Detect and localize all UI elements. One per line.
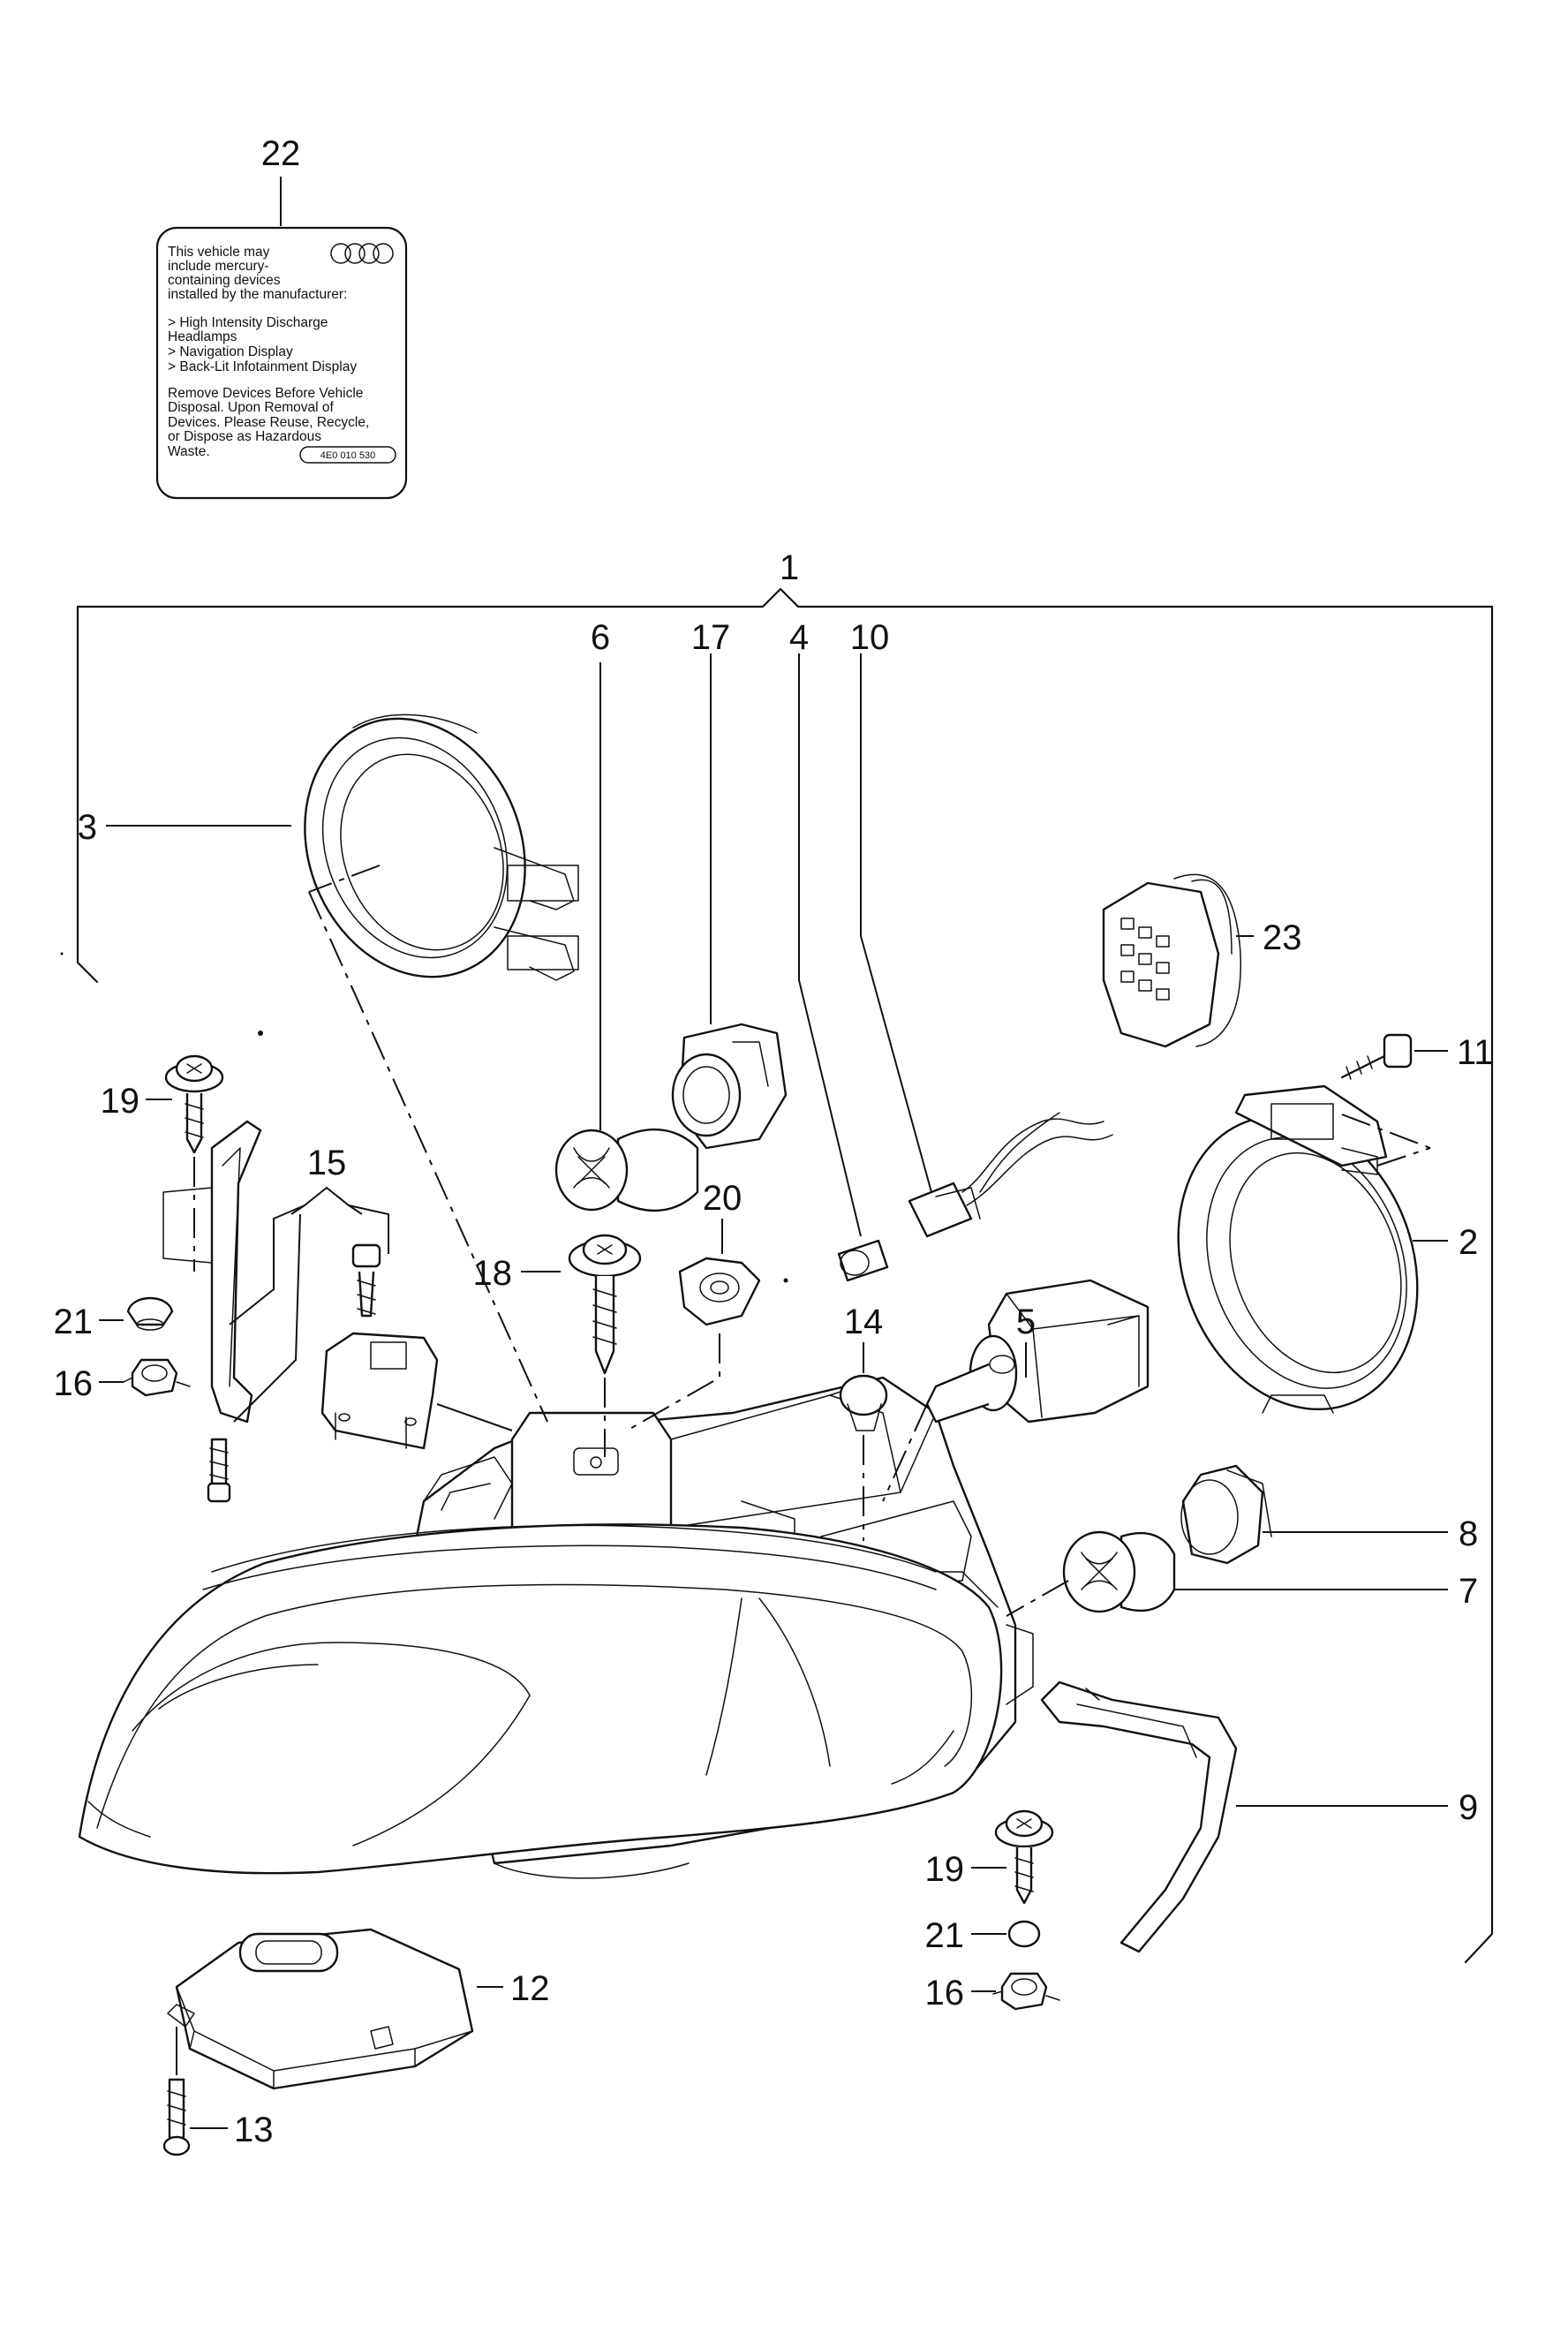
callout-16-left: 16 bbox=[54, 1364, 94, 1403]
headlamp-housing bbox=[78, 1376, 1034, 1879]
nut-16-right bbox=[992, 1972, 1060, 2011]
cap-21-right bbox=[1007, 1920, 1041, 1948]
label-line: Remove Devices Before Vehicle bbox=[168, 386, 363, 401]
bulb-7 bbox=[1062, 1530, 1176, 1613]
rings-logo-icon bbox=[330, 243, 394, 264]
label-line: > Back-Lit Infotainment Display bbox=[168, 359, 357, 374]
ring-retainer-right bbox=[1177, 1084, 1419, 1414]
connector-23 bbox=[1102, 873, 1241, 1048]
callout-4: 4 bbox=[789, 618, 809, 657]
cap-21-left bbox=[126, 1296, 174, 1331]
callout-14: 14 bbox=[844, 1303, 884, 1341]
label-line: This vehicle may bbox=[168, 245, 270, 260]
bracket-left bbox=[162, 1120, 262, 1424]
label-line: Waste. bbox=[168, 444, 210, 459]
callout-19-right: 19 bbox=[925, 1850, 965, 1889]
label-line: Devices. Please Reuse, Recycle, bbox=[168, 415, 369, 430]
label-line: include mercury- bbox=[168, 259, 269, 274]
callout-21-right: 21 bbox=[925, 1916, 965, 1955]
callout-2: 2 bbox=[1459, 1223, 1478, 1262]
callout-23: 23 bbox=[1263, 918, 1302, 957]
ink-dot bbox=[258, 1031, 263, 1036]
nut-16-left bbox=[123, 1358, 191, 1397]
callout-10: 10 bbox=[850, 618, 890, 657]
label-line: Disposal. Upon Removal of bbox=[168, 400, 335, 415]
label-line: installed by the manufacturer: bbox=[168, 287, 347, 302]
ink-dot bbox=[60, 952, 64, 955]
callout-7: 7 bbox=[1459, 1572, 1478, 1611]
callout-1: 1 bbox=[780, 548, 799, 587]
callout-20: 20 bbox=[703, 1179, 743, 1218]
label-line: > Navigation Display bbox=[168, 344, 293, 359]
socket-8 bbox=[1180, 1464, 1272, 1565]
callout-17: 17 bbox=[691, 618, 731, 657]
callout-18: 18 bbox=[473, 1254, 513, 1293]
callout-9: 9 bbox=[1459, 1788, 1478, 1827]
callout-12: 12 bbox=[510, 1969, 550, 2008]
ring-retainer-left bbox=[304, 714, 579, 981]
callout-6: 6 bbox=[591, 618, 610, 657]
label-line: > High Intensity Discharge bbox=[168, 315, 328, 330]
screw-18 bbox=[568, 1234, 642, 1375]
screw-15a bbox=[351, 1243, 381, 1318]
assembly-bracket bbox=[76, 587, 1494, 1964]
callout-3: 3 bbox=[78, 808, 97, 847]
mercury-warning-label: This vehicle may include mercury- contai… bbox=[155, 226, 408, 500]
clip-nut-20 bbox=[678, 1257, 761, 1326]
screw-11 bbox=[1340, 1033, 1413, 1080]
bulb-4 bbox=[837, 1239, 889, 1282]
callout-8: 8 bbox=[1459, 1514, 1478, 1553]
label-line: containing devices bbox=[168, 273, 281, 288]
plug-14 bbox=[839, 1374, 888, 1431]
label-part-code: 4E0 010 530 bbox=[320, 450, 375, 461]
wire-harness-10 bbox=[908, 1112, 1113, 1238]
screw-19-right bbox=[994, 1809, 1054, 1905]
callout-22: 22 bbox=[261, 134, 301, 173]
bulb-6 bbox=[554, 1128, 699, 1212]
screw-13 bbox=[162, 2078, 191, 2156]
callout-5: 5 bbox=[1016, 1303, 1036, 1341]
label-line: Headlamps bbox=[168, 329, 237, 344]
screw-19-left bbox=[164, 1054, 224, 1154]
callout-21-left: 21 bbox=[54, 1303, 94, 1341]
socket-17 bbox=[671, 1023, 788, 1150]
screw-15b bbox=[207, 1438, 231, 1503]
ink-dot bbox=[783, 1278, 788, 1283]
callout-15: 15 bbox=[307, 1144, 347, 1182]
callout-16-right: 16 bbox=[925, 1974, 965, 2013]
callout-13: 13 bbox=[234, 2111, 274, 2149]
bracket-15 bbox=[320, 1332, 439, 1450]
xenon-bulb-5 bbox=[882, 1279, 1150, 1502]
label-line: or Dispose as Hazardous bbox=[168, 429, 321, 444]
callout-19-left: 19 bbox=[101, 1082, 140, 1121]
callout-11: 11 bbox=[1457, 1033, 1494, 1072]
seal-strip-9 bbox=[1040, 1680, 1238, 1953]
control-unit-12 bbox=[167, 1928, 474, 2090]
